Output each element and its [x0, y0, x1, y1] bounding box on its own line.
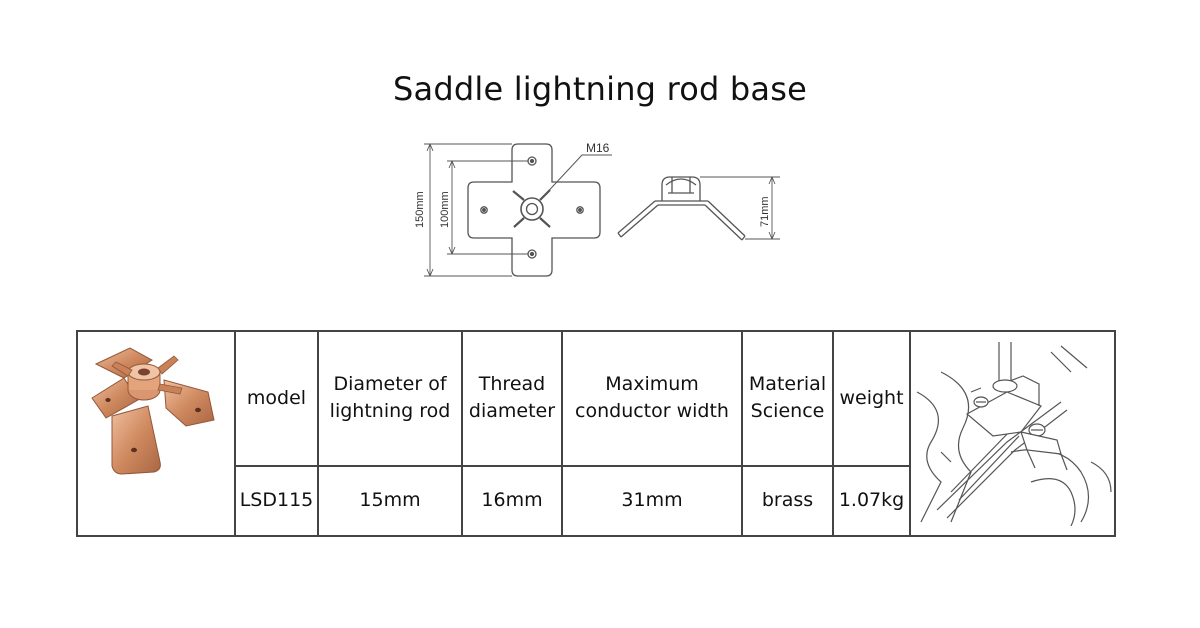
thread-label: M16	[586, 141, 610, 155]
cell-model: LSD115	[234, 464, 319, 538]
dimension-inner: 100mm	[439, 191, 451, 228]
technical-drawing: M16 150mm 100mm 71mm	[414, 141, 780, 277]
cell-material: brass	[741, 464, 834, 538]
table-header-row: model Diameter of lightning rod Thread d…	[76, 330, 1116, 537]
header-material: Material Science	[741, 330, 834, 467]
installation-sketch-cell	[909, 330, 1116, 537]
spec-table: model Diameter of lightning rod Thread d…	[76, 330, 1116, 538]
cell-thread: 16mm	[461, 464, 563, 538]
side-view-drawing	[617, 176, 780, 241]
header-weight: weight	[832, 330, 911, 467]
cell-weight: 1.07kg	[832, 464, 911, 538]
top-view-drawing	[424, 143, 612, 277]
product-photo-cell	[76, 330, 236, 537]
dimension-outer: 150mm	[414, 191, 426, 228]
cell-conductor: 31mm	[561, 464, 743, 538]
header-conductor: Maximum conductor width	[561, 330, 743, 467]
header-diameter: Diameter of lightning rod	[317, 330, 463, 467]
product-photo	[91, 347, 215, 475]
table-row: LSD115 15mm 16mm 31mm brass 1.07kg	[77, 464, 1115, 538]
dimension-height: 71mm	[759, 196, 771, 227]
page-title: Saddle lightning rod base	[393, 70, 807, 108]
header-model: model	[234, 330, 319, 467]
header-thread: Thread diameter	[461, 330, 563, 467]
installation-sketch	[916, 342, 1112, 527]
cell-diameter: 15mm	[317, 464, 463, 538]
